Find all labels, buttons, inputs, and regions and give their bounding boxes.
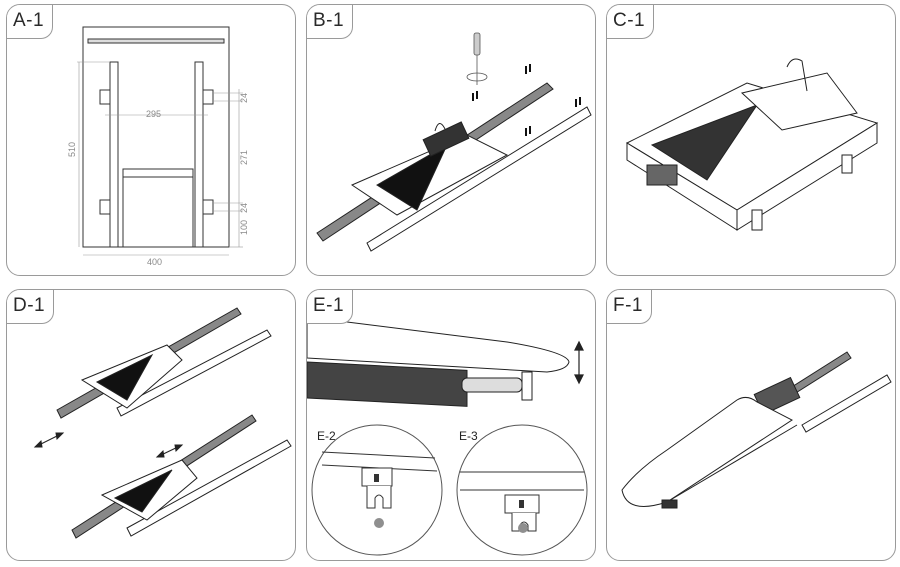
unit-extended — [71, 414, 292, 539]
dimension-lines — [77, 61, 243, 256]
motion-arrows — [33, 432, 184, 458]
handle — [434, 123, 446, 132]
mount-foot-left — [751, 209, 763, 231]
panel-label: F-1 — [607, 290, 652, 324]
sliding-motion-drawing — [33, 307, 292, 539]
wire-rack — [740, 72, 858, 131]
bracket-bottom-left — [99, 199, 111, 215]
panel-d1: D-1 — [6, 289, 296, 561]
dim-510: 510 — [67, 142, 77, 157]
dim-24-top: 24 — [239, 93, 249, 103]
dim-100: 100 — [239, 220, 249, 235]
ironing-board-tip — [307, 319, 570, 373]
vertical-arrow-icon — [574, 340, 584, 385]
screws — [472, 64, 581, 136]
panel-b1: B-1 — [306, 4, 596, 276]
dim-24-bottom: 24 — [239, 203, 249, 213]
front-view-drawing: 295 400 510 24 271 24 100 — [67, 26, 249, 267]
bracket-top-left — [99, 89, 111, 105]
mesh-area — [650, 103, 759, 181]
end-bracket — [521, 371, 533, 401]
panel-f1: F-1 — [606, 289, 896, 561]
dim-271: 271 — [239, 150, 249, 165]
panel-label: C-1 — [607, 5, 655, 39]
bracket-bottom-right — [202, 199, 214, 215]
detail-e2 — [311, 424, 443, 556]
top-rail — [87, 38, 225, 44]
dim-295: 295 — [146, 109, 161, 119]
slide-rail — [307, 361, 468, 407]
board-side-edge — [736, 122, 878, 231]
detail-label-e2: E-2 — [317, 429, 336, 443]
bracket-top-right — [202, 89, 214, 105]
panel-label: A-1 — [7, 5, 54, 39]
panel-e1: E-1 E- — [306, 289, 596, 561]
panel-label: D-1 — [7, 290, 55, 324]
detail-e3 — [456, 424, 588, 556]
left-rail — [109, 61, 119, 248]
folded-unit-drawing — [625, 58, 879, 231]
spring — [461, 377, 523, 393]
board-leg — [661, 499, 678, 509]
pin-marker — [518, 523, 528, 533]
mount-foot-right — [841, 154, 853, 174]
rail-mounting-drawing — [316, 32, 592, 252]
ironing-board — [621, 396, 793, 507]
board-edge — [666, 424, 798, 503]
extended-board-drawing — [621, 351, 892, 509]
pin-marker — [374, 518, 384, 528]
board-mesh — [376, 143, 449, 211]
dim-400: 400 — [147, 257, 162, 267]
panel-label: E-1 — [307, 290, 354, 324]
spring-mechanism — [646, 164, 678, 186]
panel-c1: C-1 — [606, 4, 896, 276]
rack — [422, 121, 470, 157]
right-frame-rail — [366, 106, 592, 252]
unit-retracted — [56, 307, 272, 419]
slide-rail — [786, 351, 852, 397]
height-adjust-drawing: E-2 E-3 — [307, 319, 588, 556]
screwdriver-icon — [466, 32, 488, 85]
rack-handle — [786, 58, 808, 92]
lower-frame — [122, 168, 194, 248]
right-rail — [194, 61, 204, 248]
detail-label-e3: E-3 — [459, 429, 478, 443]
panel-a1: A-1 295 400 510 24 — [6, 4, 296, 276]
frame-rail — [801, 374, 892, 433]
panel-label: B-1 — [307, 5, 354, 39]
